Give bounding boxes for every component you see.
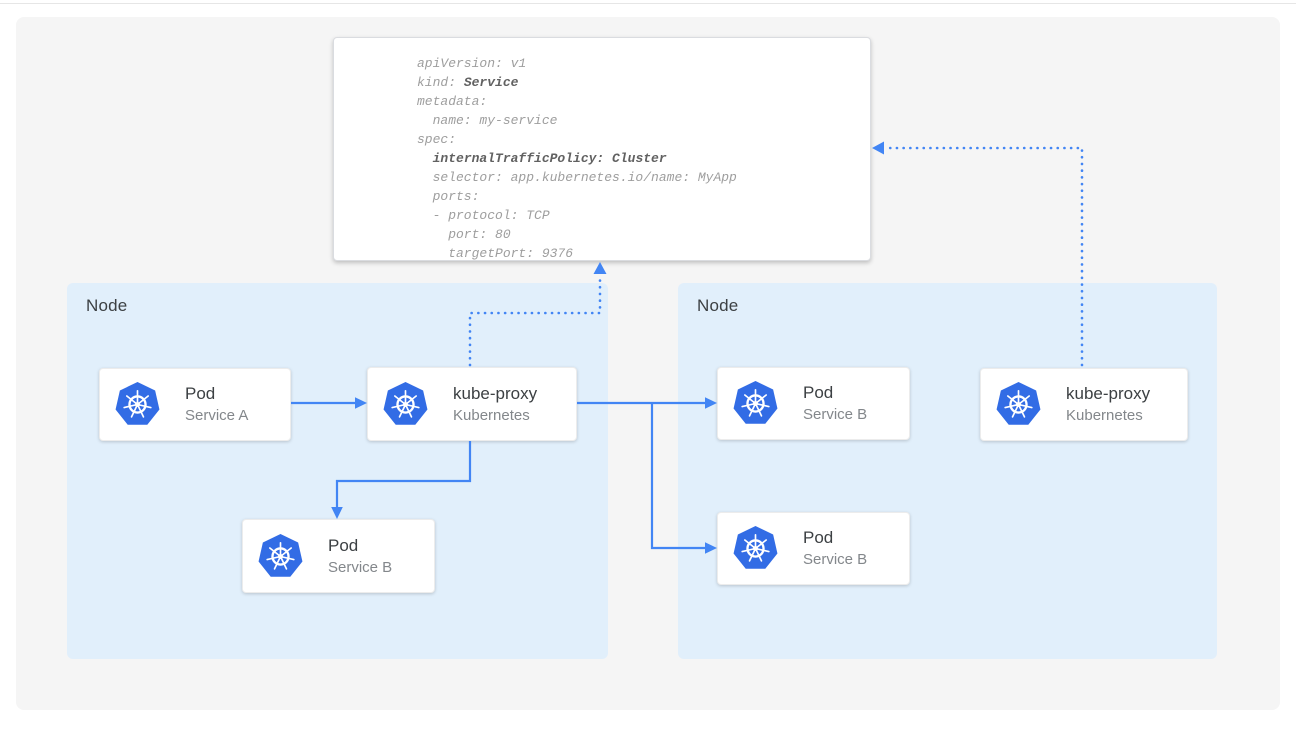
card-subtitle: Service A xyxy=(185,406,248,426)
top-divider xyxy=(0,3,1296,4)
yaml-code: apiVersion: v1kind: Servicemetadata: nam… xyxy=(417,54,850,263)
card-pod-service-b-left: Pod Service B xyxy=(242,519,435,593)
card-subtitle: Service B xyxy=(803,550,867,570)
yaml-code-line: spec: xyxy=(417,130,850,149)
card-title: Pod xyxy=(803,527,867,549)
kubernetes-icon xyxy=(732,380,779,427)
card-subtitle: Service B xyxy=(328,558,392,578)
service-yaml-card: apiVersion: v1kind: Servicemetadata: nam… xyxy=(333,37,871,261)
card-kube-proxy-right: kube-proxy Kubernetes xyxy=(980,368,1188,441)
node-right-label: Node xyxy=(697,296,738,316)
yaml-code-line: - protocol: TCP xyxy=(417,206,850,225)
yaml-code-line: internalTrafficPolicy: Cluster xyxy=(417,149,850,168)
kubernetes-icon xyxy=(257,533,304,580)
card-pod-service-a: Pod Service A xyxy=(99,368,291,441)
yaml-code-line: ports: xyxy=(417,187,850,206)
kubernetes-icon xyxy=(995,381,1042,428)
card-title: kube-proxy xyxy=(1066,383,1150,405)
card-pod-service-b-right-bottom: Pod Service B xyxy=(717,512,910,585)
yaml-code-line: selector: app.kubernetes.io/name: MyApp xyxy=(417,168,850,187)
diagram-canvas: Node Node apiVersion: v1kind: Servicemet… xyxy=(16,17,1280,710)
node-right: Node xyxy=(678,283,1217,659)
yaml-code-line: name: my-service xyxy=(417,111,850,130)
card-title: kube-proxy xyxy=(453,383,537,405)
yaml-code-line: apiVersion: v1 xyxy=(417,54,850,73)
node-left: Node xyxy=(67,283,608,659)
yaml-code-line: targetPort: 9376 xyxy=(417,244,850,263)
yaml-code-line: kind: Service xyxy=(417,73,850,92)
card-pod-service-b-right-top: Pod Service B xyxy=(717,367,910,440)
kubernetes-icon xyxy=(382,381,429,428)
node-left-label: Node xyxy=(86,296,127,316)
kubernetes-icon xyxy=(114,381,161,428)
kubernetes-icon xyxy=(732,525,779,572)
card-subtitle: Kubernetes xyxy=(1066,406,1150,426)
yaml-code-line: port: 80 xyxy=(417,225,850,244)
yaml-code-line: metadata: xyxy=(417,92,850,111)
card-subtitle: Service B xyxy=(803,405,867,425)
card-title: Pod xyxy=(328,535,392,557)
card-title: Pod xyxy=(803,382,867,404)
card-subtitle: Kubernetes xyxy=(453,406,537,426)
card-title: Pod xyxy=(185,383,248,405)
card-kube-proxy-left: kube-proxy Kubernetes xyxy=(367,367,577,441)
